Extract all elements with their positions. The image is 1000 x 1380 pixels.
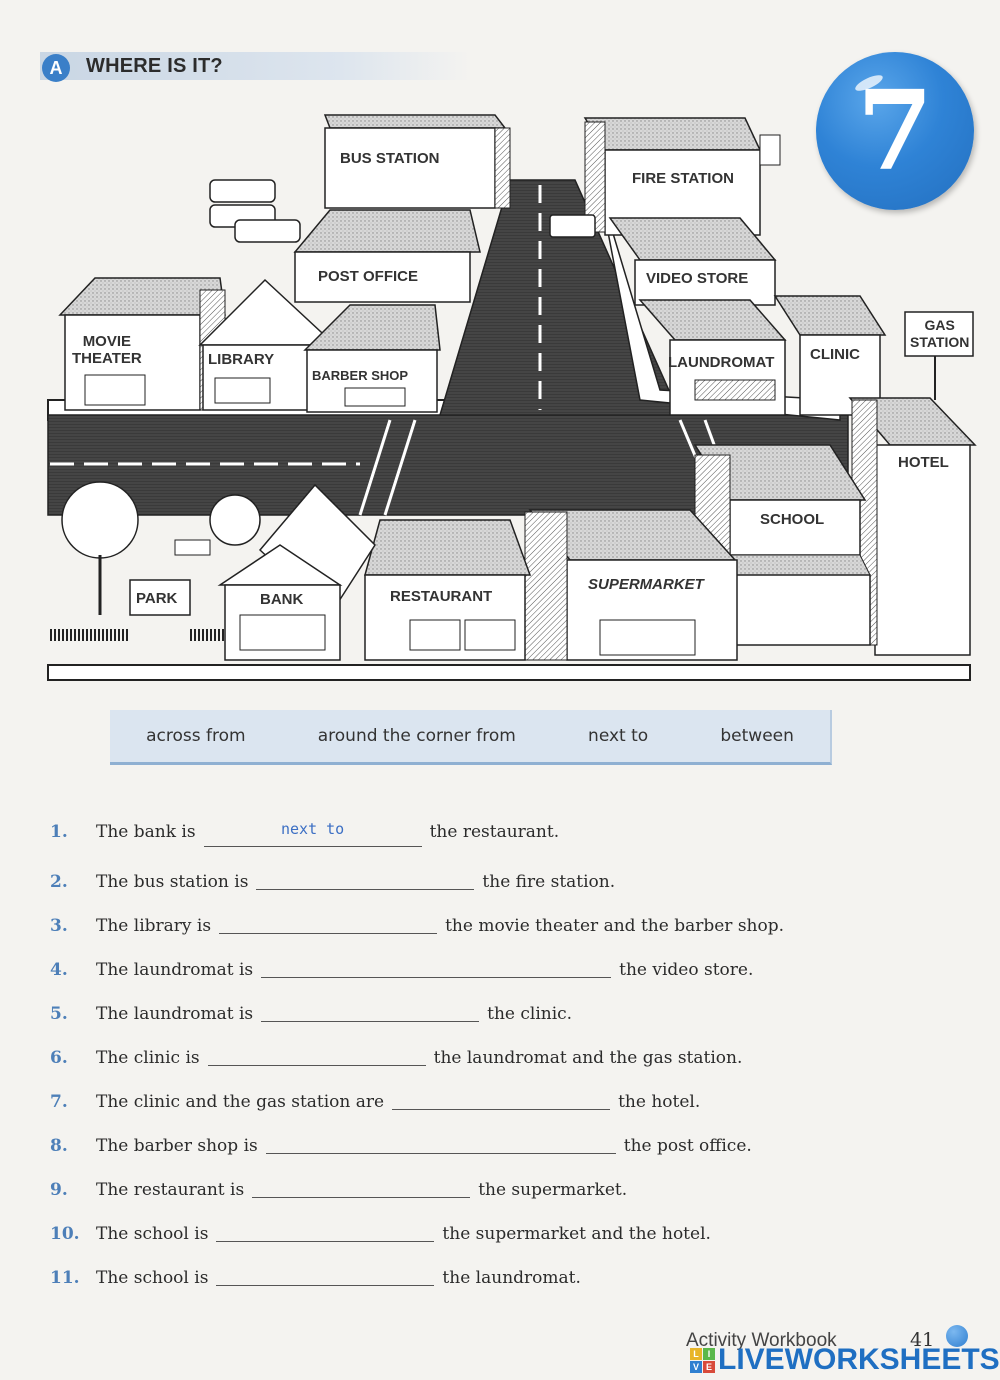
sentence-text: the clinic.	[487, 1004, 573, 1024]
word-bank-item[interactable]: across from	[146, 726, 246, 746]
label-hotel: HOTEL	[898, 454, 949, 471]
answer-blank-9[interactable]	[252, 1177, 471, 1198]
unit-number-badge: 7	[816, 52, 974, 210]
word-bank-item[interactable]: next to	[588, 726, 649, 746]
sentence-1: 1. The bank is next to the restaurant.	[50, 820, 560, 850]
sentence-text: The laundromat is	[96, 1004, 254, 1024]
sentence-text: the restaurant.	[429, 822, 560, 842]
sentence-text: The library is	[96, 916, 212, 936]
label-gas-station: GAS STATION	[910, 317, 970, 350]
label-laundromat: LAUNDROMAT	[668, 354, 775, 371]
label-post-office: POST OFFICE	[318, 268, 419, 285]
answer-blank-6[interactable]	[207, 1045, 426, 1066]
answer-blank-11[interactable]	[216, 1265, 435, 1286]
sentence-text: the laundromat and the gas station.	[433, 1048, 743, 1068]
town-map-illustration: BUS STATION FIRE STATION POST OFFICE VID…	[40, 100, 980, 690]
answer-blank-1[interactable]: next to	[203, 820, 422, 847]
sentence-text: the post office.	[623, 1136, 752, 1156]
sentence-number: 5.	[50, 1004, 68, 1024]
answer-blank-8[interactable]	[265, 1133, 616, 1154]
sentence-text: the video store.	[619, 960, 754, 980]
sentence-9: 9. The restaurant is the supermarket.	[50, 1174, 627, 1202]
sentence-number: 4.	[50, 960, 68, 980]
sentence-number: 7.	[50, 1092, 68, 1112]
sentence-text: The restaurant is	[96, 1180, 245, 1200]
sentence-5: 5. The laundromat is the clinic.	[50, 998, 572, 1026]
footer-book-title: Activity Workbook	[686, 1330, 837, 1351]
sentence-7: 7. The clinic and the gas station are the …	[50, 1086, 700, 1114]
sentence-text: the fire station.	[482, 872, 616, 892]
answer-blank-4[interactable]	[261, 957, 612, 978]
sentence-text: The barber shop is	[96, 1136, 258, 1156]
sentence-number: 3.	[50, 916, 68, 936]
sentence-text: The bank is	[96, 822, 196, 842]
sentence-text: the supermarket and the hotel.	[442, 1224, 711, 1244]
label-bus-station: BUS STATION	[340, 150, 440, 167]
sentence-number: 6.	[50, 1048, 68, 1068]
sentence-4: 4. The laundromat is the video store.	[50, 954, 753, 982]
sentence-text: The school is	[96, 1268, 209, 1288]
section-header-bar	[40, 52, 470, 80]
section-title: WHERE IS IT?	[86, 55, 223, 77]
sentence-number: 8.	[50, 1136, 68, 1156]
sentence-3: 3. The library is the movie theater and th…	[50, 910, 784, 938]
sentence-text: The school is	[96, 1224, 209, 1244]
answer-text: next to	[280, 820, 345, 838]
sentence-number: 11.	[50, 1268, 80, 1288]
sentence-text: the movie theater and the barber shop.	[445, 916, 785, 936]
sentence-text: The clinic and the gas station are	[96, 1092, 385, 1112]
answer-blank-2[interactable]	[256, 869, 475, 890]
answer-blank-10[interactable]	[216, 1221, 435, 1242]
sentence-2: 2. The bus station is the fire station.	[50, 866, 615, 894]
sentence-6: 6. The clinic is the laundromat and the ga…	[50, 1042, 742, 1070]
sentence-text: The clinic is	[96, 1048, 200, 1068]
sentence-number: 1.	[50, 822, 68, 842]
answer-blank-7[interactable]	[392, 1089, 611, 1110]
label-bank: BANK	[260, 591, 304, 608]
answer-blank-3[interactable]	[219, 913, 438, 934]
label-fire-station: FIRE STATION	[632, 170, 734, 187]
sentence-number: 2.	[50, 872, 68, 892]
word-bank-item[interactable]: between	[720, 726, 794, 746]
sentence-text: The bus station is	[96, 872, 249, 892]
word-bank-item[interactable]: around the corner from	[317, 726, 516, 746]
sentence-text: the hotel.	[618, 1092, 701, 1112]
label-park: PARK	[136, 590, 178, 607]
label-clinic: CLINIC	[810, 346, 860, 363]
sentence-10: 10. The school is the supermarket and the …	[50, 1218, 711, 1246]
label-library: LIBRARY	[208, 351, 275, 368]
live-squares-icon: L I V E	[690, 1347, 715, 1373]
page-number: 41	[910, 1329, 935, 1351]
page-dot-icon	[946, 1325, 968, 1347]
label-barber-shop: BARBER SHOP	[312, 368, 409, 383]
label-video-store: VIDEO STORE	[646, 270, 749, 287]
sentence-11: 11. The school is the laundromat.	[50, 1262, 581, 1290]
answer-blank-5[interactable]	[261, 1001, 480, 1022]
sentence-text: the laundromat.	[442, 1268, 581, 1288]
sentence-number: 9.	[50, 1180, 68, 1200]
sentence-number: 10.	[50, 1224, 80, 1244]
label-school: SCHOOL	[760, 511, 825, 528]
town-map-drawing	[47, 114, 977, 681]
label-supermarket: SUPERMARKET	[588, 576, 704, 593]
label-restaurant: RESTAURANT	[390, 588, 493, 605]
sentence-text: The laundromat is	[96, 960, 254, 980]
label-movie-theater: MOVIE THEATER	[72, 333, 142, 367]
liveworksheets-logo[interactable]: L I V E LIVEWORKSHEETS	[690, 1345, 1000, 1375]
watermark-text: LIVEWORKSHEETS	[718, 1343, 1000, 1376]
sentence-text: the supermarket.	[478, 1180, 628, 1200]
word-bank: across from around the corner from next …	[110, 710, 832, 765]
section-letter-badge: A	[42, 54, 70, 82]
sentence-8: 8. The barber shop is the post office.	[50, 1130, 752, 1158]
